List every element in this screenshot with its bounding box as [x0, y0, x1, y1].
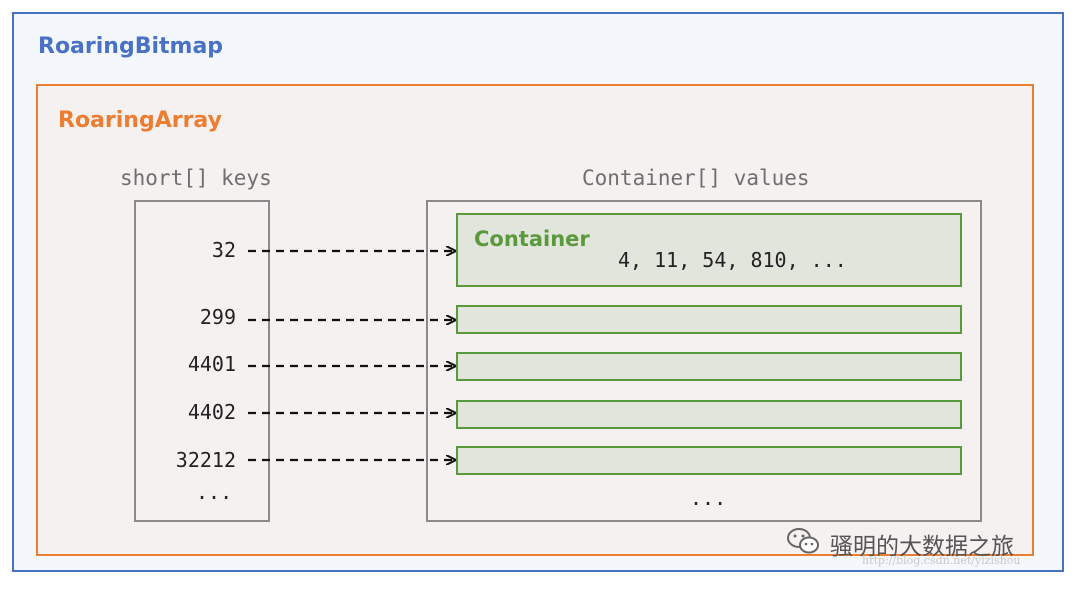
key-item: 299 [199, 305, 236, 329]
roaring-array-title: RoaringArray [58, 108, 222, 133]
key-item: 32 [211, 238, 236, 262]
container-box [456, 400, 962, 429]
container-values: 4, 11, 54, 810, ... [618, 248, 847, 272]
watermark-text: 骚明的大数据之旅 [830, 534, 1014, 560]
wechat-icon [787, 528, 819, 554]
keys-label: short[] keys [120, 166, 272, 190]
keys-array-box [134, 200, 270, 522]
container-box [456, 446, 962, 475]
key-item: 32212 [175, 448, 236, 472]
key-item: 4402 [187, 400, 236, 424]
container-title: Container [474, 227, 590, 251]
container-box [456, 305, 962, 334]
roaring-bitmap-title: RoaringBitmap [38, 34, 224, 59]
container-box [456, 213, 962, 287]
watermark-url: http://blog.csdn.net/yizishou [862, 554, 1021, 567]
keys-ellipsis: ... [196, 480, 233, 504]
key-item: 4401 [187, 352, 236, 376]
values-ellipsis: ... [690, 486, 727, 510]
values-label: Container[] values [582, 166, 810, 190]
container-box [456, 352, 962, 381]
